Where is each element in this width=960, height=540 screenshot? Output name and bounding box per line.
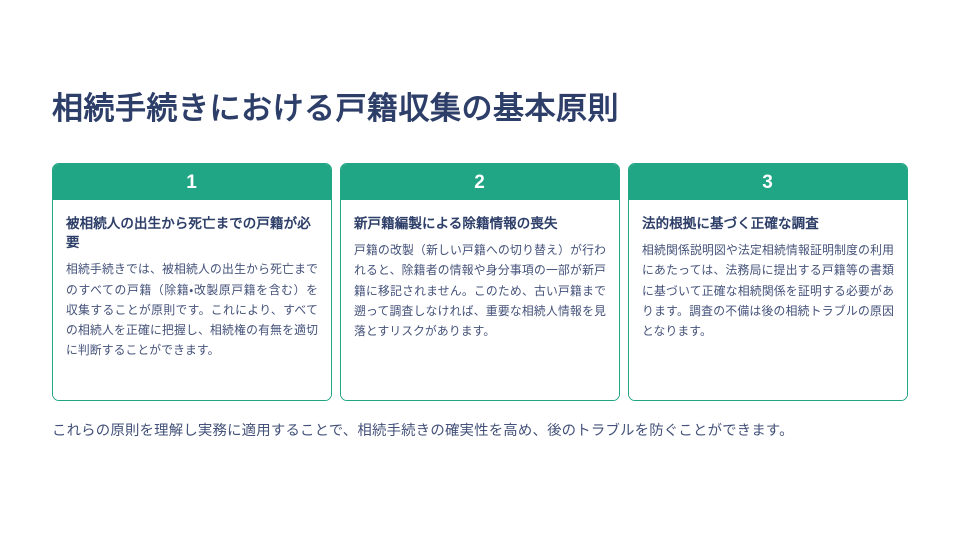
card-text-3: 相続関係説明図や法定相続情報証明制度の利用にあたっては、法務局に提出する戸籍等の… [642,243,894,339]
card-body-2: 新戸籍編製による除籍情報の喪失 戸籍の改製（新しい戸籍への切り替え）が行われると… [341,200,619,400]
principle-card-3: 3 法的根拠に基づく正確な調査 相続関係説明図や法定相続情報証明制度の利用にあた… [628,163,908,401]
card-number-badge-1: 1 [53,164,331,200]
principle-card-2: 2 新戸籍編製による除籍情報の喪失 戸籍の改製（新しい戸籍への切り替え）が行われ… [340,163,620,401]
footer-summary-note: これらの原則を理解し実務に適用することで、相続手続きの確実性を高め、後のトラブル… [52,423,794,439]
principle-card-1: 1 被相続人の出生から死亡までの戸籍が必要 相続手続きでは、被相続人の出生から死… [52,163,332,401]
card-body-1: 被相続人の出生から死亡までの戸籍が必要 相続手続きでは、被相続人の出生から死亡ま… [53,200,331,400]
card-heading-3: 法的根拠に基づく正確な調査 [642,216,819,231]
card-heading-2: 新戸籍編製による除籍情報の喪失 [354,216,558,231]
principles-card-row: 1 被相続人の出生から死亡までの戸籍が必要 相続手続きでは、被相続人の出生から死… [52,163,908,401]
card-heading-1: 被相続人の出生から死亡までの戸籍が必要 [66,216,311,251]
card-body-3: 法的根拠に基づく正確な調査 相続関係説明図や法定相続情報証明制度の利用にあたって… [629,200,907,400]
page-title: 相続手続きにおける戸籍収集の基本原則 [52,91,619,126]
card-number-badge-2: 2 [341,164,619,200]
card-number-badge-3: 3 [629,164,907,200]
card-text-1: 相続手続きでは、被相続人の出生から死亡までのすべての戸籍（除籍・改製原戸籍を含む… [66,262,318,358]
card-text-2: 戸籍の改製（新しい戸籍への切り替え）が行われると、除籍者の情報や身分事項の一部が… [354,243,606,339]
